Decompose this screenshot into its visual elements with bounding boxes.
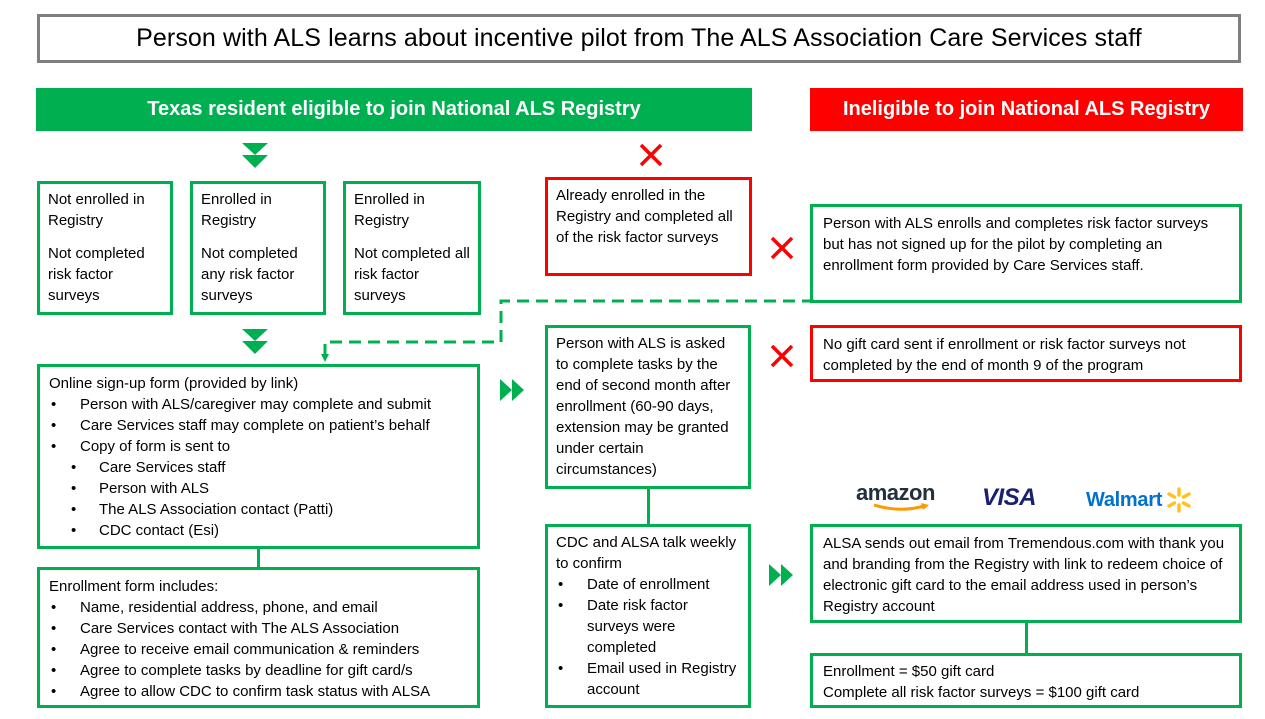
double-right-arrow-icon <box>500 379 524 401</box>
list-item: Date of enrollment <box>556 574 740 595</box>
recipient-item: CDC contact (Esi) <box>49 520 468 541</box>
list-item: Email used in Registry account <box>556 658 740 700</box>
list-item: Care Services contact with The ALS Assoc… <box>49 618 468 639</box>
list-item: Agree to complete tasks by deadline for … <box>49 660 468 681</box>
tasks-deadline-box: Person with ALS is asked to complete tas… <box>545 325 751 489</box>
group-status: Enrolled in Registry <box>354 191 425 229</box>
already-enrolled-box: Already enrolled in the Registry and com… <box>545 177 752 276</box>
recipient-item: The ALS Association contact (Patti) <box>49 499 468 520</box>
group-enrolled-none: Enrolled in Registry Not completed any r… <box>190 181 326 315</box>
already-enrolled-text: Already enrolled in the Registry and com… <box>556 187 733 246</box>
list-item: Copy of form is sent to Care Services st… <box>49 436 468 541</box>
double-right-arrow-icon <box>769 564 793 586</box>
enrollment-reward: Enrollment = $50 gift card <box>823 663 995 680</box>
double-down-arrow-icon <box>242 329 268 354</box>
group-survey-status: Not completed all risk factor surveys <box>354 245 470 304</box>
list-item: Care Services staff may complete on pati… <box>49 415 468 436</box>
group-survey-status: Not completed any risk factor surveys <box>201 245 298 304</box>
amazon-smile-icon <box>873 503 929 511</box>
list-item: Person with ALS/caregiver may complete a… <box>49 394 468 415</box>
no-gift-card-text: No gift card sent if enrollment or risk … <box>823 336 1186 374</box>
visa-logo: VISA <box>982 484 1037 511</box>
email-gift-card-text: ALSA sends out email from Tremendous.com… <box>823 535 1225 615</box>
list-item: Date risk factor surveys were completed <box>556 595 740 658</box>
page-title: Person with ALS learns about incentive p… <box>37 14 1241 63</box>
list-item: Agree to receive email communication & r… <box>49 639 468 660</box>
group-enrolled-partial: Enrolled in Registry Not completed all r… <box>343 181 481 315</box>
enrollment-form-heading: Enrollment form includes: <box>49 578 219 595</box>
connector-line <box>1025 623 1028 653</box>
survey-reward: Complete all risk factor surveys = $100 … <box>823 684 1140 701</box>
eligible-banner-text: Texas resident eligible to join National… <box>147 98 641 120</box>
amazon-logo-text: amazon <box>856 480 935 505</box>
group-status: Not enrolled in Registry <box>48 191 145 229</box>
no-signup-text: Person with ALS enrolls and completes ri… <box>823 215 1209 274</box>
list-item: Agree to allow CDC to confirm task statu… <box>49 681 468 702</box>
ineligible-banner-text: Ineligible to join National ALS Registry <box>842 98 1211 120</box>
amazon-logo: amazon <box>856 481 946 517</box>
list-item: Name, residential address, phone, and em… <box>49 597 468 618</box>
enrollment-form-list: Name, residential address, phone, and em… <box>49 597 468 702</box>
walmart-logo-text: Walmart <box>1086 488 1163 511</box>
dashed-connector <box>321 299 814 362</box>
group-not-enrolled: Not enrolled in Registry Not completed r… <box>37 181 173 315</box>
online-form-heading: Online sign-up form (provided by link) <box>49 375 299 392</box>
group-survey-status: Not completed risk factor surveys <box>48 245 145 304</box>
list-item-text: Copy of form is sent to <box>80 438 231 455</box>
walmart-logo: Walmart <box>1086 485 1192 515</box>
weekly-confirm-list: Date of enrollment Date risk factor surv… <box>556 574 740 700</box>
online-form-list: Person with ALS/caregiver may complete a… <box>49 394 468 541</box>
connector-line <box>257 549 260 567</box>
connector-line <box>647 489 650 524</box>
recipient-item: Care Services staff <box>49 457 468 478</box>
recipient-list: Care Services staff Person with ALS The … <box>49 457 468 541</box>
eligible-banner: Texas resident eligible to join National… <box>36 88 752 131</box>
weekly-confirm-box: CDC and ALSA talk weekly to confirm Date… <box>545 524 751 708</box>
rewards-box: Enrollment = $50 gift card Complete all … <box>810 653 1242 708</box>
no-signup-box: Person with ALS enrolls and completes ri… <box>810 204 1242 303</box>
weekly-confirm-heading: CDC and ALSA talk weekly to confirm <box>556 534 737 572</box>
email-gift-card-box: ALSA sends out email from Tremendous.com… <box>810 524 1242 623</box>
walmart-spark-icon <box>1167 487 1191 513</box>
red-x-icon <box>639 143 663 167</box>
red-x-icon <box>770 344 794 368</box>
recipient-item: Person with ALS <box>49 478 468 499</box>
online-form-box: Online sign-up form (provided by link) P… <box>37 364 480 549</box>
no-gift-card-box: No gift card sent if enrollment or risk … <box>810 325 1242 382</box>
enrollment-form-box: Enrollment form includes: Name, resident… <box>37 567 480 708</box>
red-x-icon <box>770 236 794 260</box>
double-down-arrow-icon <box>242 143 268 168</box>
tasks-deadline-text: Person with ALS is asked to complete tas… <box>556 335 731 478</box>
page-title-text: Person with ALS learns about incentive p… <box>136 24 1142 52</box>
ineligible-banner: Ineligible to join National ALS Registry <box>810 88 1243 131</box>
group-status: Enrolled in Registry <box>201 191 272 229</box>
